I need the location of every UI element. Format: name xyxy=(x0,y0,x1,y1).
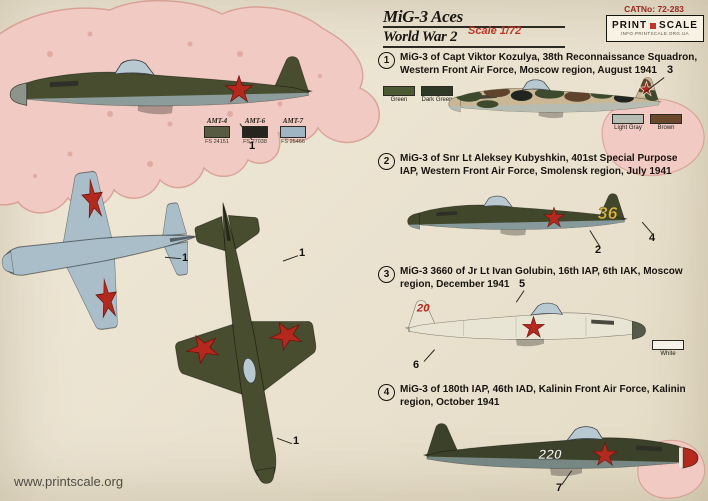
amt-name: AMT-6 xyxy=(244,117,266,125)
chip-label: Green xyxy=(390,97,408,103)
brand-square-icon xyxy=(650,22,657,29)
chip-swatch xyxy=(383,86,415,96)
color-chip-green: Green xyxy=(381,86,417,104)
amt-swatch xyxy=(204,126,230,138)
brand-name: PRINT SCALE xyxy=(612,19,698,31)
chip-swatch xyxy=(650,114,682,124)
color-chip-light-gray: Light Gray xyxy=(610,114,646,132)
tail-number: 36 xyxy=(598,203,618,223)
brand-subtitle: INFO.PRINTSCALE.ORG.UA xyxy=(620,30,690,36)
aircraft-profile-entry1 xyxy=(446,70,681,132)
panel-lines xyxy=(463,316,587,338)
entry-description: MiG-3 of Capt Viktor Kozulya, 38th Recon… xyxy=(400,52,698,76)
aircraft-profile-entry2: 36 xyxy=(383,186,669,250)
brand-left: PRINT xyxy=(612,19,648,31)
title-line-1: MiG-3 Aces xyxy=(383,7,565,29)
chip-swatch xyxy=(652,340,684,350)
amt-fs-code: FS 27038 xyxy=(243,139,267,145)
catalog-number: CATNo: 72-283 xyxy=(624,4,684,14)
red-spinner xyxy=(682,447,699,469)
sheet-title: MiG-3 Aces World War 2 xyxy=(383,7,565,48)
chip-label: Dark Green xyxy=(421,97,453,103)
entry-description: MiG-3 3660 of Jr Lt Ivan Golubin, 16th I… xyxy=(400,266,683,290)
callout-number: 5 xyxy=(519,278,526,290)
amt-chip-3: AMT-7 FS 25466 xyxy=(275,117,311,145)
chip-label: Brown xyxy=(657,125,675,131)
callout-number: 7 xyxy=(556,482,563,494)
aircraft-profile-entry4: 220 xyxy=(398,414,699,494)
color-chip-dark-green: Dark Green xyxy=(419,86,455,104)
title-line-2: World War 2 xyxy=(383,29,565,48)
callout-number: 3 xyxy=(667,64,674,76)
printscale-logo: PRINT SCALE INFO.PRINTSCALE.ORG.UA xyxy=(606,15,704,42)
entry-number: 1 xyxy=(378,52,395,69)
callout-number: 1 xyxy=(182,252,189,264)
fuselage-number: 220 xyxy=(537,446,562,462)
scale-label: Scale 1/72 xyxy=(468,25,522,37)
callout-number: 6 xyxy=(413,359,420,371)
chip-swatch xyxy=(612,114,644,124)
callout-number: 1 xyxy=(293,435,300,447)
callout-number: 4 xyxy=(649,232,656,244)
color-chip-white: White xyxy=(650,340,686,358)
amt-swatch xyxy=(280,126,306,138)
entry-description: MiG-3 of 180th IAP, 46th IAD, Kalinin Fr… xyxy=(400,384,686,408)
callout-number: 2 xyxy=(595,244,602,256)
callout-number: 1 xyxy=(249,140,256,152)
entry-number: 2 xyxy=(378,153,395,170)
chip-swatch xyxy=(421,86,453,96)
entry-number: 3 xyxy=(378,266,395,283)
website-url: www.printscale.org xyxy=(14,474,124,489)
aircraft-top-view xyxy=(149,187,341,497)
aircraft-side-view-olive xyxy=(9,46,338,134)
callout-number: 1 xyxy=(299,247,306,259)
aircraft-profile-entry3: 20 xyxy=(383,292,646,362)
entry-number: 4 xyxy=(378,384,395,401)
chip-label: White xyxy=(660,351,676,357)
amt-name: AMT-4 xyxy=(206,117,228,125)
chip-label: Light Gray xyxy=(614,125,642,131)
canopy-top-view xyxy=(242,357,257,384)
amt-fs-code: FS 24151 xyxy=(205,139,229,145)
amt-chip-1: AMT-4 FS 24151 xyxy=(199,117,235,145)
color-chip-brown: Brown xyxy=(648,114,684,132)
tail-number: 20 xyxy=(416,302,430,314)
amt-fs-code: FS 25466 xyxy=(281,139,305,145)
entry-description: MiG-3 of Snr Lt Aleksey Kubyshkin, 401st… xyxy=(400,153,678,177)
amt-name: AMT-7 xyxy=(282,117,304,125)
brand-right: SCALE xyxy=(659,19,698,31)
